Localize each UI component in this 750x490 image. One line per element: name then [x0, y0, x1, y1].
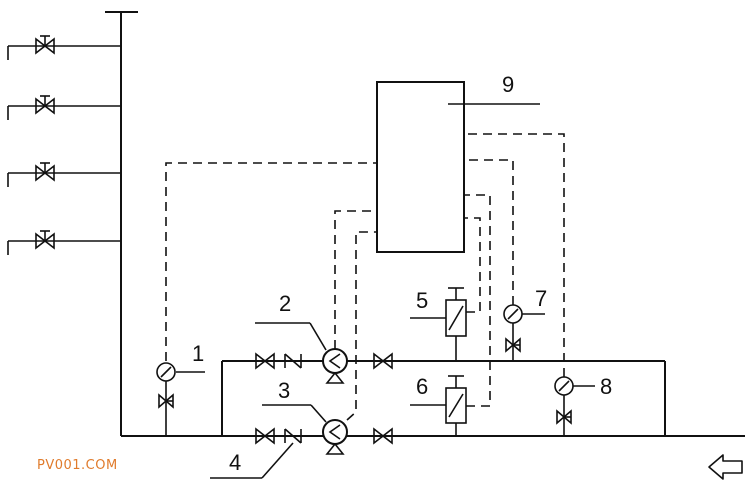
filter-5 [445, 287, 467, 361]
hollow-left-arrow-icon [708, 454, 743, 480]
label-filter-5: 5 [416, 288, 428, 313]
label-tank-9: 9 [502, 72, 514, 97]
signal-line-gauge-1 [165, 162, 377, 361]
branch-outlet-3 [7, 162, 121, 187]
pressure-gauge-7 [503, 304, 523, 361]
label-valve-4: 4 [229, 450, 241, 475]
gate-valve-icon [35, 230, 55, 250]
signal-line-gauge-7 [464, 159, 514, 305]
label-gauge-1: 1 [192, 341, 204, 366]
gate-valve-icon [35, 162, 55, 182]
signal-line-pump-3 [346, 231, 377, 421]
branch-outlets [7, 35, 121, 255]
branch-outlet-4 [7, 230, 121, 255]
label-gauge-7: 7 [535, 286, 547, 311]
pressure-gauge-8 [554, 376, 574, 436]
gate-valve-icon [35, 95, 55, 115]
signal-line-pump-2 [334, 210, 377, 349]
signal-line-gauge-8 [464, 133, 565, 377]
label-pump-3: 3 [278, 378, 290, 403]
main-piping [105, 11, 745, 437]
pump-2 [322, 348, 348, 384]
upper-discharge-valve [373, 352, 393, 370]
tank-9 [376, 81, 465, 253]
label-filter-6: 6 [416, 374, 428, 399]
signal-lines [165, 133, 565, 421]
branch-outlet-1 [7, 35, 121, 60]
gate-valve-icon [35, 35, 55, 55]
leader-lines [176, 103, 595, 479]
upper-gate-valve [255, 352, 275, 370]
pressure-gauge-1 [156, 362, 176, 436]
signal-line-filter-6 [464, 194, 491, 407]
pump-3 [322, 419, 348, 455]
filter-6 [445, 375, 467, 436]
pump-loop [221, 360, 666, 436]
upper-check-valve [284, 353, 302, 369]
branch-outlet-2 [7, 95, 121, 120]
label-gauge-8: 8 [600, 374, 612, 399]
lower-gate-valve [255, 427, 275, 445]
label-pump-2: 2 [279, 291, 291, 316]
watermark: PV001.COM [37, 458, 118, 473]
lower-discharge-valve [373, 427, 393, 445]
lower-check-valve [284, 428, 302, 444]
signal-line-filter-5 [464, 217, 481, 313]
